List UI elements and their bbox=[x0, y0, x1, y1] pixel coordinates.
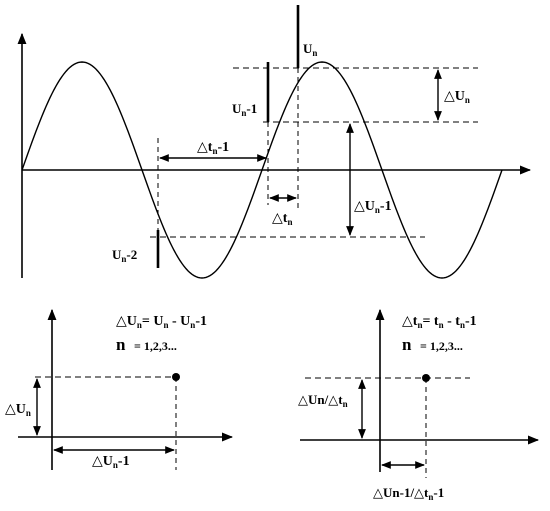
left-n-symbol: n bbox=[116, 335, 126, 354]
label-un: Un bbox=[303, 41, 317, 58]
left-data-point bbox=[172, 373, 180, 381]
label-delta-un: △Un bbox=[444, 89, 470, 105]
left-y-label: △Un bbox=[5, 402, 31, 418]
right-y-label: △Un/△tn bbox=[298, 392, 348, 409]
right-x-label: △Un-1/△tn-1 bbox=[373, 485, 444, 502]
label-delta-tn: △tn bbox=[272, 211, 292, 227]
left-equation: △Un= Un - Un-1 bbox=[116, 314, 207, 330]
label-un-minus-2: Un-2 bbox=[112, 247, 137, 264]
right-plot: △tn= tn - tn-1 n = 1,2,3... △Un/△tn △Un-… bbox=[298, 308, 540, 502]
left-n-values: = 1,2,3... bbox=[134, 339, 177, 353]
label-un-minus-1: Un-1 bbox=[232, 101, 257, 118]
label-delta-tn-minus-1: △tn-1 bbox=[197, 140, 229, 156]
main-plot: Un Un-1 Un-2 △Un △Un-1 △tn-1 △tn bbox=[17, 5, 532, 279]
left-x-label: △Un-1 bbox=[92, 454, 130, 470]
right-data-point bbox=[422, 374, 430, 382]
label-delta-un-minus-1: △Un-1 bbox=[354, 199, 392, 215]
right-equation: △tn= tn - tn-1 bbox=[402, 314, 477, 330]
right-n-values: = 1,2,3... bbox=[420, 339, 463, 353]
sine-wave bbox=[21, 61, 503, 279]
left-plot: △Un= Un - Un-1 n = 1,2,3... △Un △Un-1 bbox=[5, 308, 234, 470]
right-n-symbol: n bbox=[402, 335, 412, 354]
